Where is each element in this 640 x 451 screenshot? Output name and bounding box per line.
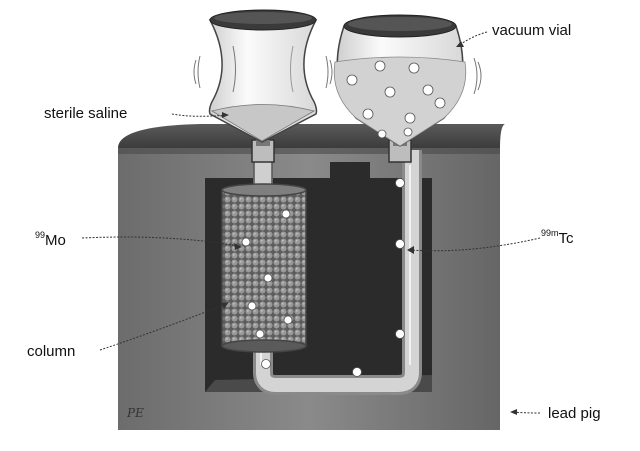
label-mo-mass: 99 [35, 230, 46, 240]
vacuum-vial [333, 14, 482, 147]
leader-sterile-saline [171, 113, 227, 117]
label-sterile-saline: sterile saline [44, 105, 128, 122]
leader-arrowheads [221, 41, 517, 415]
leader-mo [81, 236, 239, 247]
label-vacuum-vial: vacuum vial [492, 22, 572, 39]
leader-lines [81, 31, 541, 414]
label-tc-mass: 99m [541, 228, 559, 238]
column-body [221, 189, 307, 347]
label-mo-symbol: Mo [45, 232, 66, 249]
leader-column [99, 303, 227, 351]
saline-liquid [210, 104, 316, 142]
tc-bubbles-tube [261, 178, 405, 377]
label-column: column [27, 343, 76, 360]
leader-tc [409, 237, 541, 252]
label-lead-pig: lead pig [548, 405, 601, 422]
vacuum-liquid [333, 56, 467, 147]
artist-signature: PE [127, 406, 144, 420]
label-tc-symbol: Tc [558, 230, 574, 247]
column [221, 157, 307, 353]
tc-bubbles-column [241, 209, 293, 339]
label-tc: 99mTc [541, 228, 574, 247]
tc-bubbles-vial [346, 60, 446, 139]
label-mo: 99Mo [35, 230, 66, 249]
lead-pig-top [118, 124, 505, 148]
saline-vial [193, 9, 333, 143]
